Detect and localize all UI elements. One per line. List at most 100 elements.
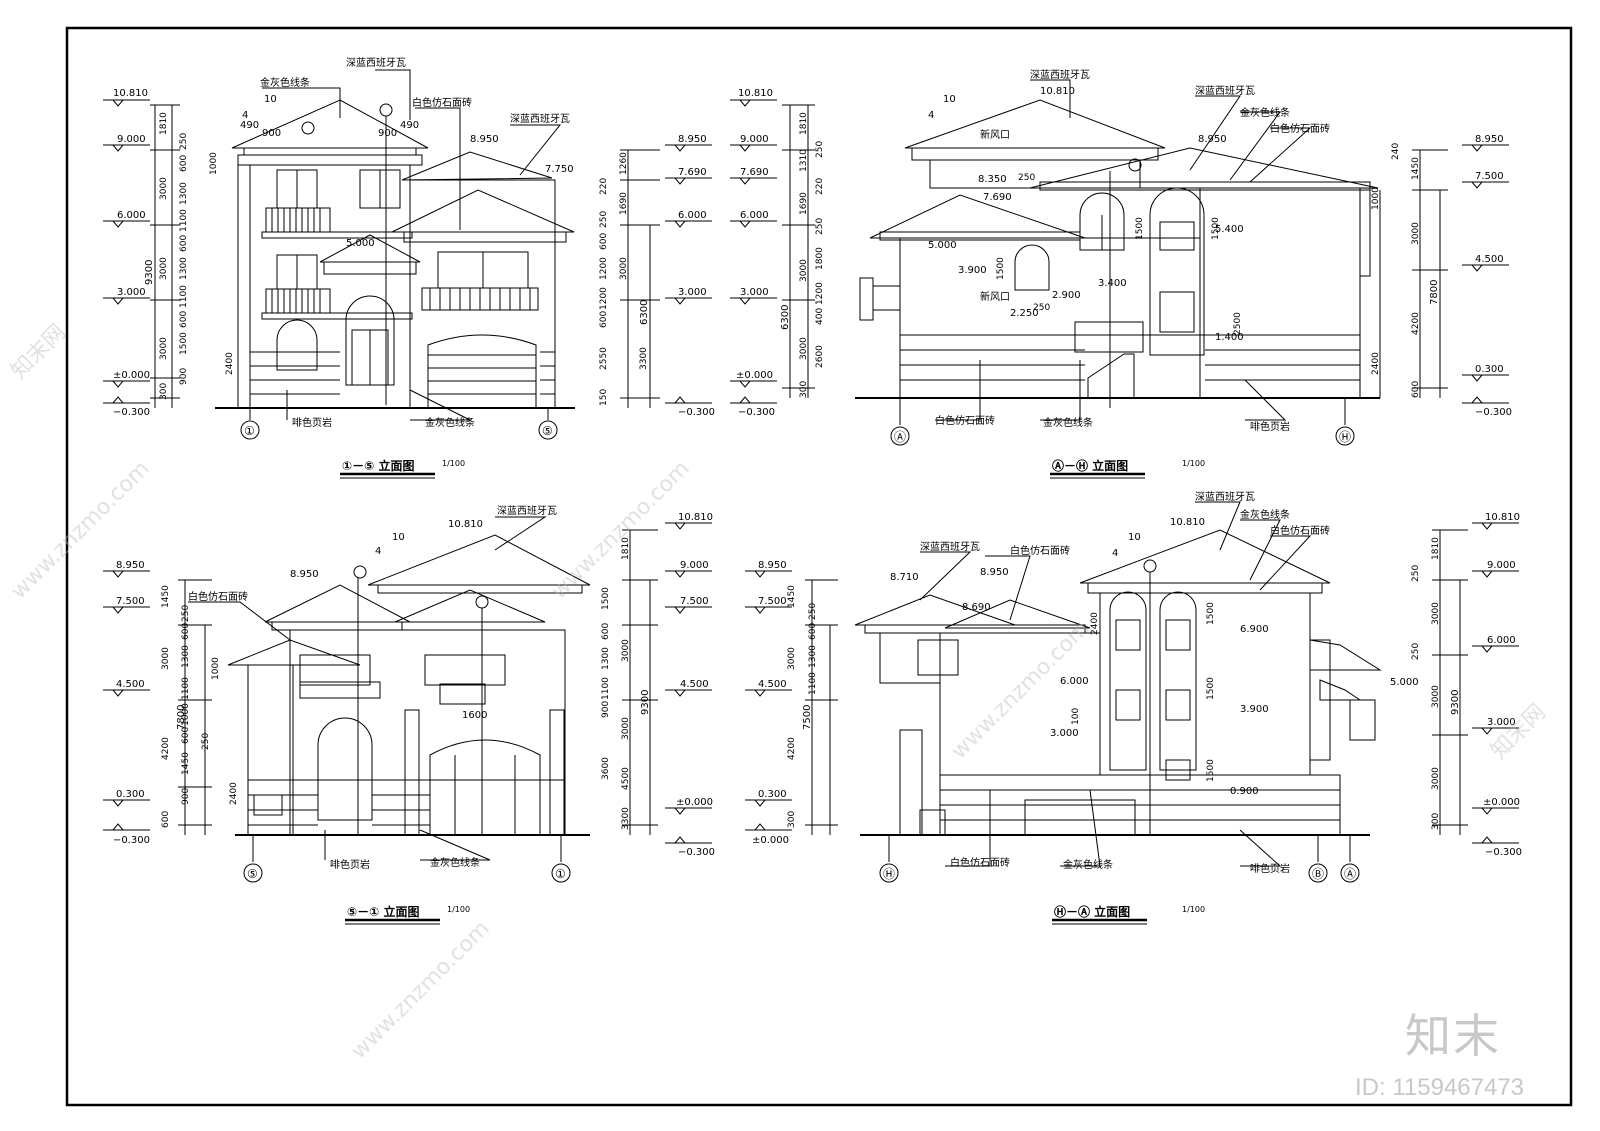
v1-dim-li10: 900 — [179, 368, 189, 385]
v2-roof-2: 8.350 — [978, 174, 1007, 185]
v3-dim-r2: 3000 — [621, 717, 631, 740]
v3-dim-li4: 1100 — [181, 677, 191, 700]
watermark-brand-2: 知末网 — [1487, 700, 1551, 764]
v4-level-l0: 8.950 — [758, 560, 787, 571]
v3-level-r5: −0.300 — [678, 847, 715, 858]
v4-dim-l3: 300 — [787, 811, 797, 828]
v4-label-2: 白色仿石面砖 — [1270, 524, 1330, 537]
v3-level-l3: 0.300 — [116, 789, 145, 800]
v2-roof-10: 1.400 — [1215, 332, 1244, 343]
watermark-brand-1: 知末网 — [7, 320, 71, 384]
v2-level-r3: 0.300 — [1475, 364, 1504, 375]
v3-total-right: 9300 — [640, 690, 651, 715]
v1-axis-left: ① — [244, 424, 255, 438]
v2-dim-li1: 220 — [815, 178, 825, 195]
v4-slope-run: 10 — [1128, 532, 1141, 543]
v2-roof-7: 3.400 — [1098, 278, 1127, 289]
v2-roof-3: 7.690 — [983, 192, 1012, 203]
v3-level-r0: 10.810 — [678, 512, 713, 523]
v2-dim-l0: 1810 — [799, 112, 809, 135]
v1-dim-l0: 1810 — [159, 112, 169, 135]
v2-dim-r1: 3000 — [1411, 222, 1421, 245]
v1-level-l5: −0.300 — [113, 407, 150, 418]
v4-dim-li2: 1300 — [808, 645, 818, 668]
v1-dim-li5: 600 — [179, 235, 189, 252]
v3-dim-li5: 1000 — [181, 703, 191, 726]
v2-roof-8: 2.250 — [1010, 308, 1039, 319]
v4-small-2: 1500 — [1206, 677, 1216, 700]
v2-dim-l2: 1690 — [799, 192, 809, 215]
v2-label-1: 深蓝西班牙瓦 — [1195, 85, 1255, 97]
v2-small-1: 250 — [1033, 303, 1050, 313]
v3-dim-r1: 3000 — [621, 639, 631, 662]
v4-level-r5: −0.300 — [1485, 847, 1522, 858]
v3-total-left: 7800 — [176, 705, 187, 730]
v3-level-r3: 4.500 — [680, 679, 709, 690]
v2-roof-9: 5.400 — [1215, 224, 1244, 235]
v1-label-1: 深蓝西班牙瓦 — [346, 57, 406, 69]
view-1-text: 金灰色线条 深蓝西班牙瓦 白色仿石面砖 深蓝西班牙瓦 啡色页岩 金灰色线条 10… — [113, 57, 715, 473]
v2-dim-l5: 300 — [799, 381, 809, 398]
v4-level-r0: 10.810 — [1485, 512, 1520, 523]
v4-roof-1: 8.950 — [980, 567, 1009, 578]
v2-axis-right: Ⓗ — [1339, 430, 1351, 444]
v2-dim-ri0: 240 — [1391, 143, 1401, 160]
v4-level-r3: 3.000 — [1487, 717, 1516, 728]
v2-level-l1: 9.000 — [740, 134, 769, 145]
v4-level-l4: ±0.000 — [752, 835, 789, 846]
v2-label-4: 新风口 — [980, 128, 1010, 141]
v3-slope-run: 10 — [392, 532, 405, 543]
v2-dim-r0: 1450 — [1411, 157, 1421, 180]
v3-level-r2: 7.500 — [680, 596, 709, 607]
v2-level-r1: 7.500 — [1475, 171, 1504, 182]
v3-roof-1: 8.950 — [290, 569, 319, 580]
v1-level-l4: ±0.000 — [113, 370, 150, 381]
v1-level-l2: 6.000 — [117, 210, 146, 221]
v3-slope-rise: 4 — [375, 546, 381, 557]
v4-small-1: 1500 — [1206, 602, 1216, 625]
v2-dim-li0: 250 — [815, 141, 825, 158]
v1-roof-0: 8.950 — [470, 134, 499, 145]
v2-level-l2: 7.690 — [740, 167, 769, 178]
v4-level-l2: 4.500 — [758, 679, 787, 690]
v2-roof-1: 8.950 — [1198, 134, 1227, 145]
v3-dim-li3: 1000 — [211, 657, 221, 680]
v1-dim-r3: 2550 — [599, 347, 609, 370]
v2-label-7: 金灰色线条 — [1043, 416, 1093, 429]
v4-roof-9: 0.900 — [1230, 786, 1259, 797]
v4-scale: 1/100 — [1182, 905, 1205, 914]
v2-small-3: 1500 — [1135, 217, 1145, 240]
v3-level-r4: ±0.000 — [676, 797, 713, 808]
v1-top-2: 900 — [378, 128, 397, 139]
v1-top-1: 900 — [262, 128, 281, 139]
v3-dim-li8: 250 — [201, 733, 211, 750]
v2-level-l5: ±0.000 — [736, 370, 773, 381]
v4-level-r2: 6.000 — [1487, 635, 1516, 646]
sheet-frame — [65, 26, 1573, 1107]
v4-roof-8: 3.000 — [1050, 728, 1079, 739]
v4-label-1: 金灰色线条 — [1240, 508, 1290, 521]
v1-dim-l4: 300 — [159, 383, 169, 400]
v1-dim-ri4: 1200 — [599, 287, 609, 310]
v2-scale: 1/100 — [1182, 459, 1205, 468]
v1-dim-ri0: 220 — [599, 178, 609, 195]
v1-dim-ri2: 600 — [599, 233, 609, 250]
v2-small-0: 250 — [1018, 173, 1035, 183]
v4-dim-r0: 1810 — [1431, 537, 1441, 560]
v1-slope-rise: 4 — [242, 110, 248, 121]
v1-dim-li3: 1300 — [179, 182, 189, 205]
v1-level-r3: 3.000 — [678, 287, 707, 298]
v2-label-3: 白色仿石面砖 — [1270, 122, 1330, 135]
v4-label-5: 白色仿石面砖 — [950, 856, 1010, 869]
v2-dim-r2: 4200 — [1411, 312, 1421, 335]
v4-dim-li1: 600 — [808, 623, 818, 640]
elevation-view-1-5 — [103, 69, 712, 479]
v2-dim-li5: 400 — [815, 308, 825, 325]
v4-axis-left: Ⓗ — [883, 867, 895, 881]
v2-level-l6: −0.300 — [738, 407, 775, 418]
v2-label-2: 金灰色线条 — [1240, 106, 1290, 119]
v2-dim-l1: 1310 — [799, 149, 809, 172]
v4-dim-r1: 3000 — [1431, 602, 1441, 625]
v1-roof-1: 7.750 — [545, 164, 574, 175]
